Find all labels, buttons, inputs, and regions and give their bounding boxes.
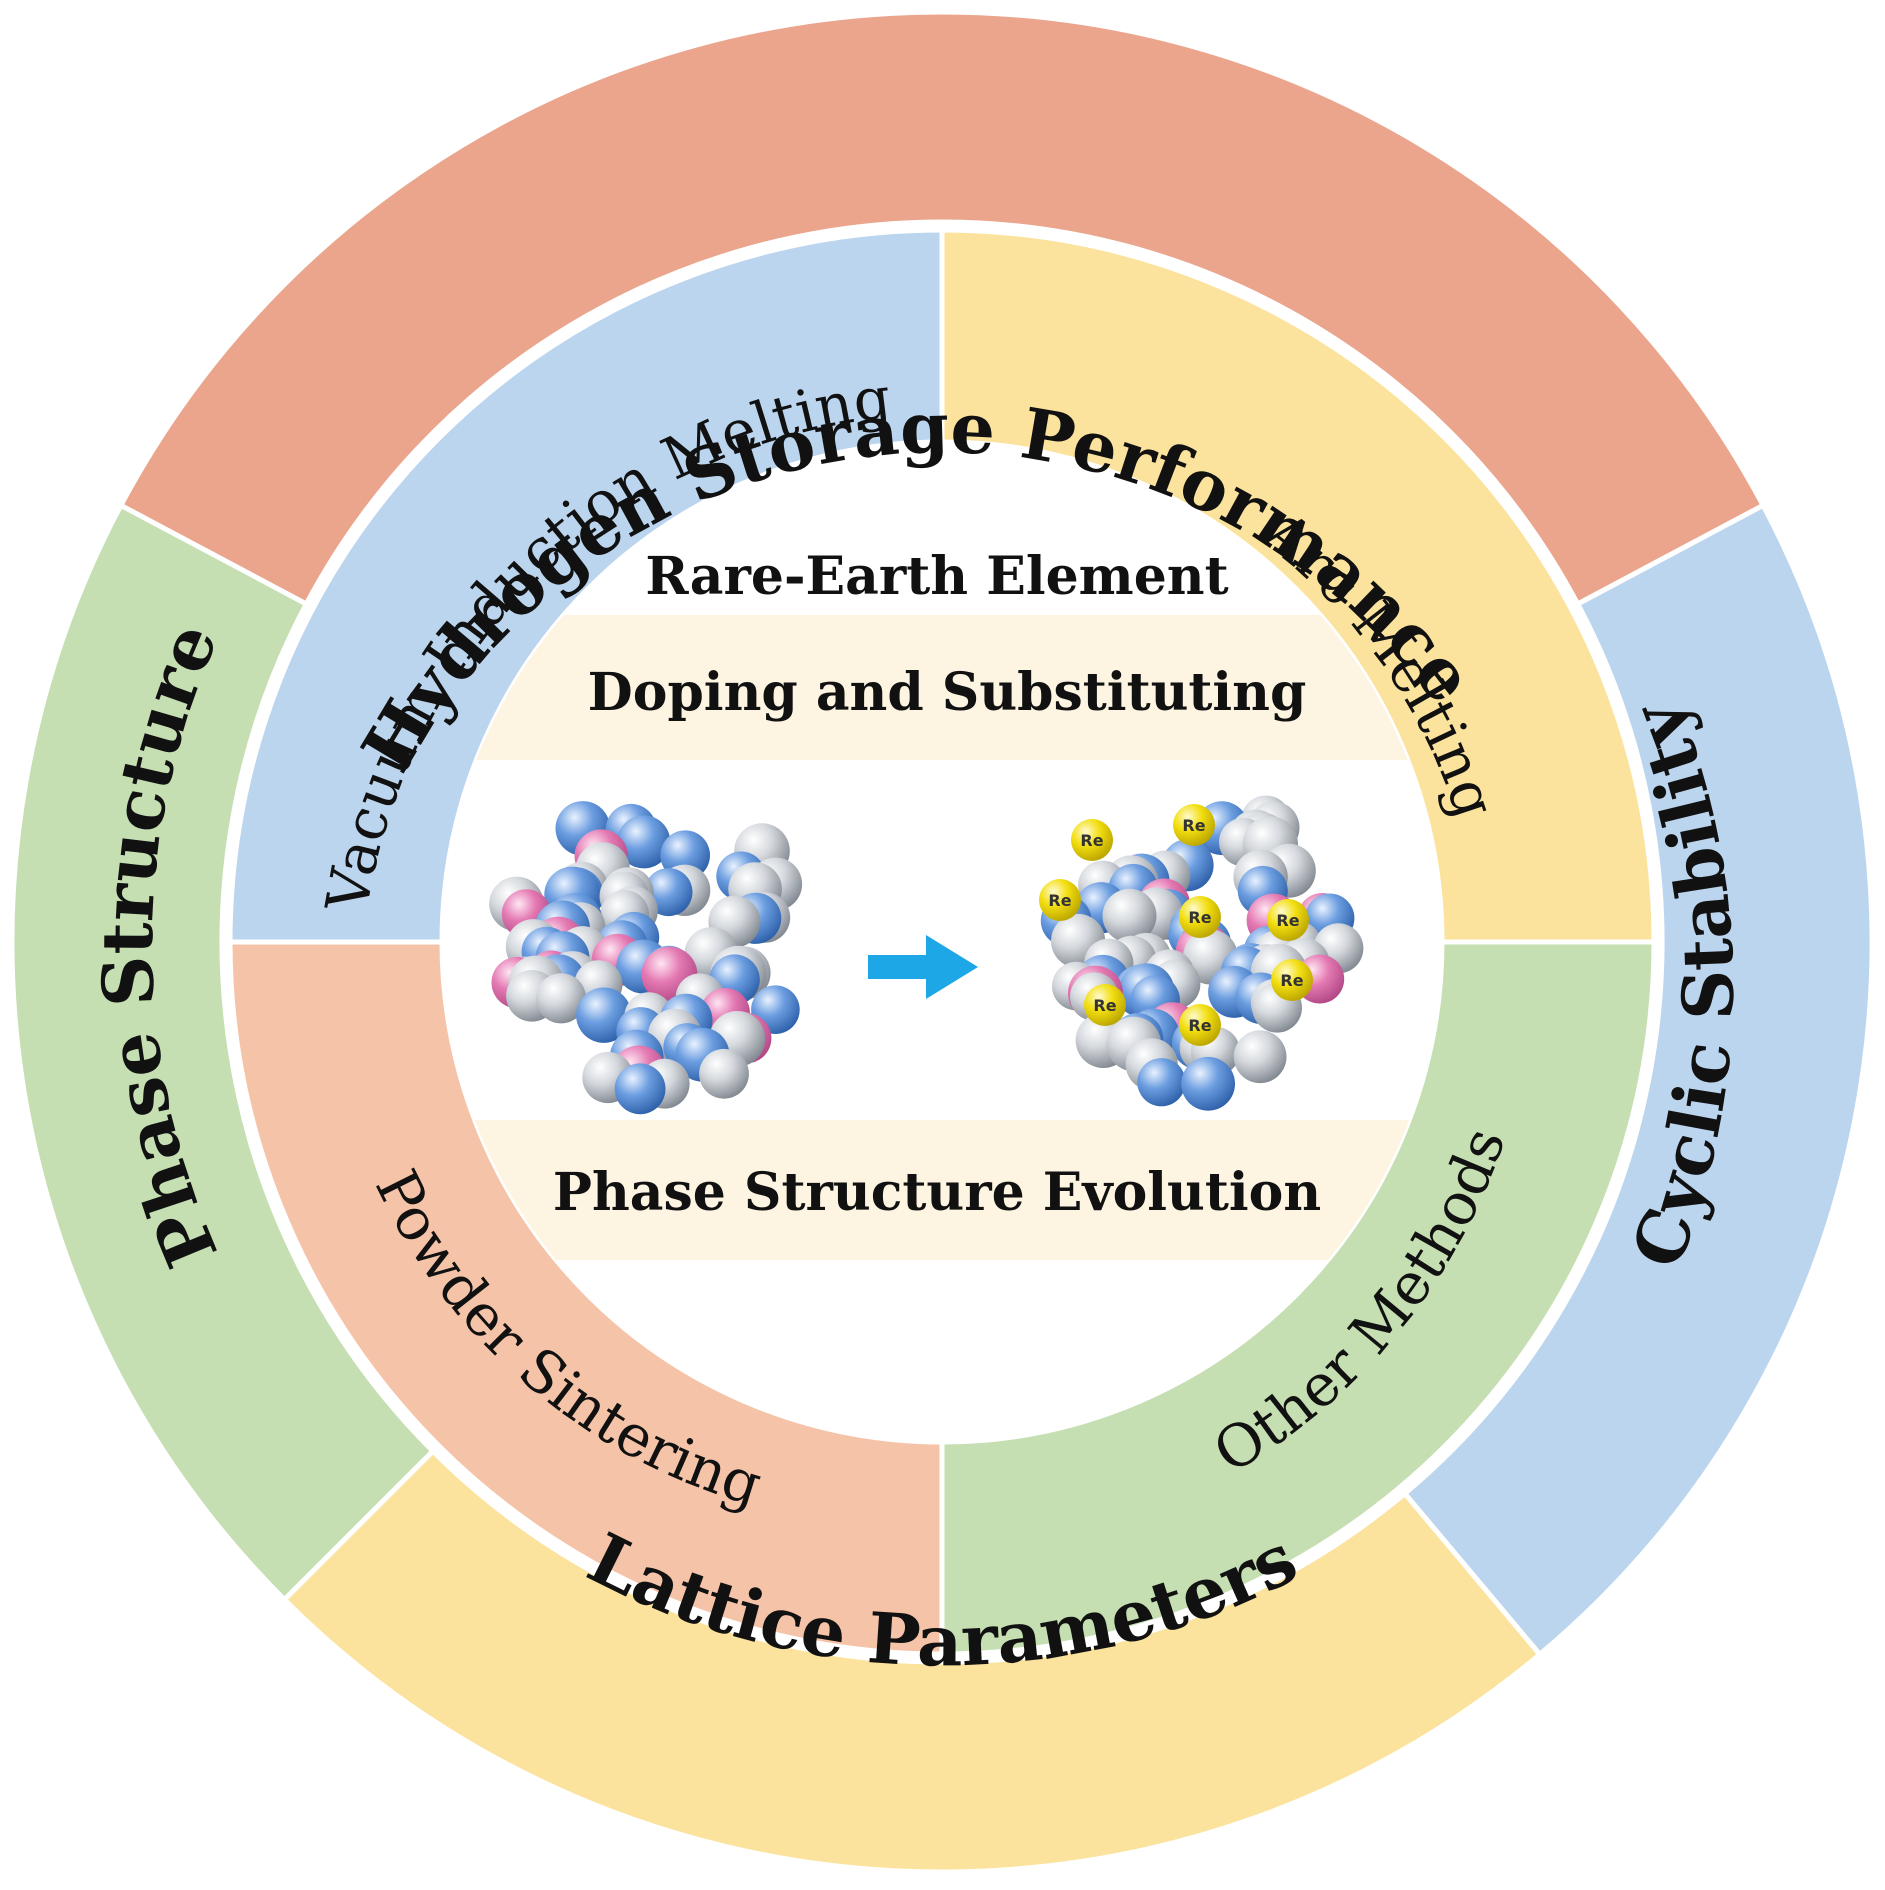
title-band	[442, 615, 1442, 760]
arrow-head	[926, 935, 978, 999]
dopant-label: Re	[1048, 891, 1071, 910]
atom-gray	[1233, 1030, 1287, 1084]
atom-dopant	[1039, 879, 1081, 921]
atom-blue	[617, 815, 671, 869]
dopant-label: Re	[1093, 996, 1116, 1015]
caption-band	[442, 1120, 1442, 1260]
atom-dopant	[1084, 984, 1126, 1026]
outer-segment-lattice	[280, 1447, 1544, 1875]
atom-dopant	[1271, 959, 1313, 1001]
atom-gray	[1102, 888, 1157, 943]
arrow-shaft	[868, 955, 930, 979]
atom-dopant	[1179, 896, 1221, 938]
atom-cluster-before	[489, 801, 803, 1115]
atom-gray	[535, 973, 587, 1024]
atom-blue	[614, 1063, 666, 1115]
transformation-arrow	[868, 935, 978, 999]
atom-blue	[1137, 1058, 1186, 1107]
dopant-label: Re	[1280, 971, 1303, 990]
outer-segment-hydrogen	[117, 9, 1767, 608]
atom-gray	[699, 1048, 749, 1099]
center-title-line1: Rare-Earth Element	[645, 546, 1228, 607]
outer-ring	[9, 9, 1875, 1875]
dopant-label: Re	[1182, 816, 1205, 835]
center-caption: Phase Structure Evolution	[553, 1162, 1321, 1223]
dopant-label: Re	[1080, 831, 1103, 850]
center-title-line2: Doping and Substituting	[588, 662, 1307, 723]
inner-ring	[227, 227, 1657, 1657]
center-bands	[442, 615, 1442, 1260]
outer-segment-phase	[9, 502, 437, 1604]
atom-blue	[1181, 1056, 1235, 1111]
dopant-label: Re	[1188, 1016, 1211, 1035]
dopant-label: Re	[1276, 911, 1299, 930]
atom-dopant	[1071, 819, 1113, 861]
dopant-label: Re	[1188, 908, 1211, 927]
atom-dopant	[1173, 804, 1215, 846]
atom-dopant	[1267, 899, 1309, 941]
outer-segment-cyclic	[1401, 502, 1875, 1658]
atom-dopant	[1179, 1004, 1221, 1046]
